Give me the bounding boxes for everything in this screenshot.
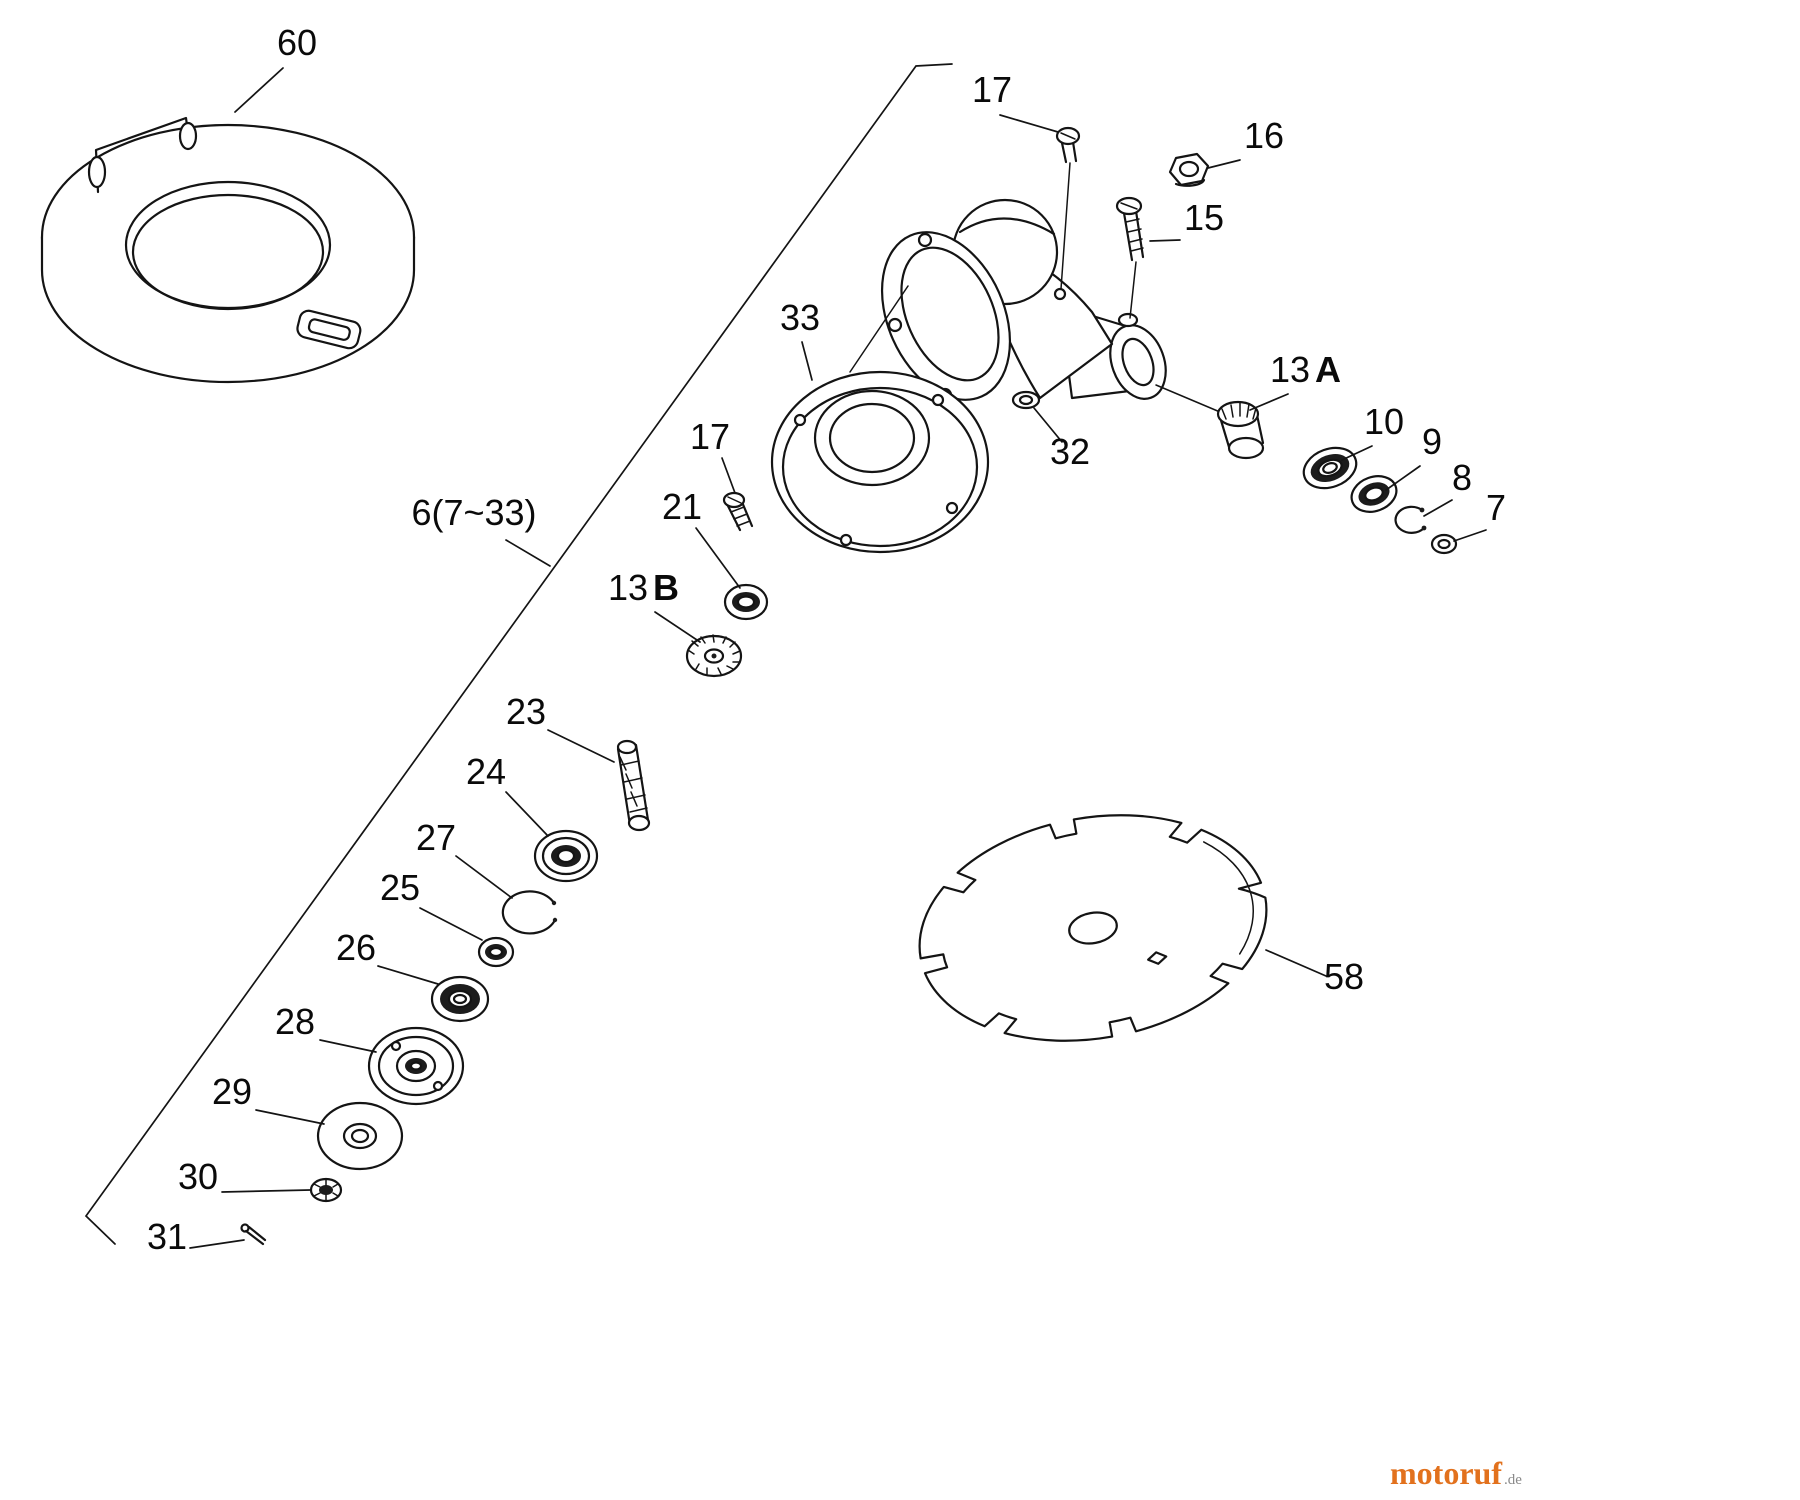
callout-26: 26 [336, 927, 376, 968]
part-nut-30 [309, 1177, 343, 1203]
part-screw-17-mid [722, 491, 754, 532]
part-bearing-24 [533, 829, 599, 883]
callout-8: 8 [1452, 457, 1472, 498]
callout-13a-letter: A [1315, 349, 1341, 390]
callout-25: 25 [380, 867, 420, 908]
part-washer-7 [1430, 533, 1458, 555]
callout-24: 24 [466, 751, 506, 792]
callout-32: 32 [1050, 431, 1090, 472]
callout-group-6: 6(7~33) [411, 492, 536, 533]
part-bolt-15 [1115, 196, 1145, 262]
callout-7: 7 [1486, 487, 1506, 528]
callout-60: 60 [277, 22, 317, 63]
watermark: motoruf .de [1390, 1455, 1522, 1492]
callout-33: 33 [780, 297, 820, 338]
part-cover-33 [770, 370, 990, 554]
callout-16: 16 [1244, 115, 1284, 156]
callout-17-mid: 17 [690, 416, 730, 457]
callout-58: 58 [1324, 956, 1364, 997]
part-bearing-21 [723, 583, 769, 621]
part-snap-ring-8 [1394, 505, 1427, 534]
callout-23: 23 [506, 691, 546, 732]
callout-29: 29 [212, 1071, 252, 1112]
callout-9: 9 [1422, 421, 1442, 462]
callout-13b-number: 13 [608, 567, 648, 608]
callout-17-top: 17 [972, 69, 1012, 110]
part-blade-58 [902, 789, 1285, 1067]
part-washer-29 [316, 1101, 404, 1171]
part-bearing-10 [1302, 446, 1358, 490]
group-boundary-line [84, 63, 953, 1245]
callout-27: 27 [416, 817, 456, 858]
part-coupler-13a [1216, 400, 1265, 460]
part-drum-28 [367, 1026, 465, 1106]
callout-13a-number: 13 [1270, 349, 1310, 390]
part-washer-32 [1011, 390, 1041, 410]
part-spline-shaft-23 [616, 739, 651, 832]
part-nut-16 [1168, 152, 1210, 187]
part-ring-27 [501, 890, 558, 935]
watermark-brand: motoruf [1390, 1455, 1502, 1491]
callout-28: 28 [275, 1001, 315, 1042]
leader-lines [189, 67, 1487, 1249]
part-debris-shield-60 [40, 116, 416, 384]
part-bearing-26 [430, 975, 490, 1023]
callouts: 60 17 16 15 33 13 A 10 9 8 7 32 6(7~33) … [147, 22, 1506, 1257]
watermark-tld: .de [1503, 1472, 1522, 1488]
part-screw-17-top [1055, 126, 1081, 164]
part-bearing-9 [1350, 475, 1398, 513]
callout-21: 21 [662, 486, 702, 527]
part-pin-31 [240, 1223, 267, 1246]
callout-13b-letter: B [653, 567, 679, 608]
part-bearing-25 [477, 936, 515, 968]
part-gear-13b [685, 634, 743, 678]
callout-15: 15 [1184, 197, 1224, 238]
callout-10: 10 [1364, 401, 1404, 442]
part-gearcase-assembly [849, 162, 1221, 413]
callout-30: 30 [178, 1156, 218, 1197]
callout-31: 31 [147, 1216, 187, 1257]
